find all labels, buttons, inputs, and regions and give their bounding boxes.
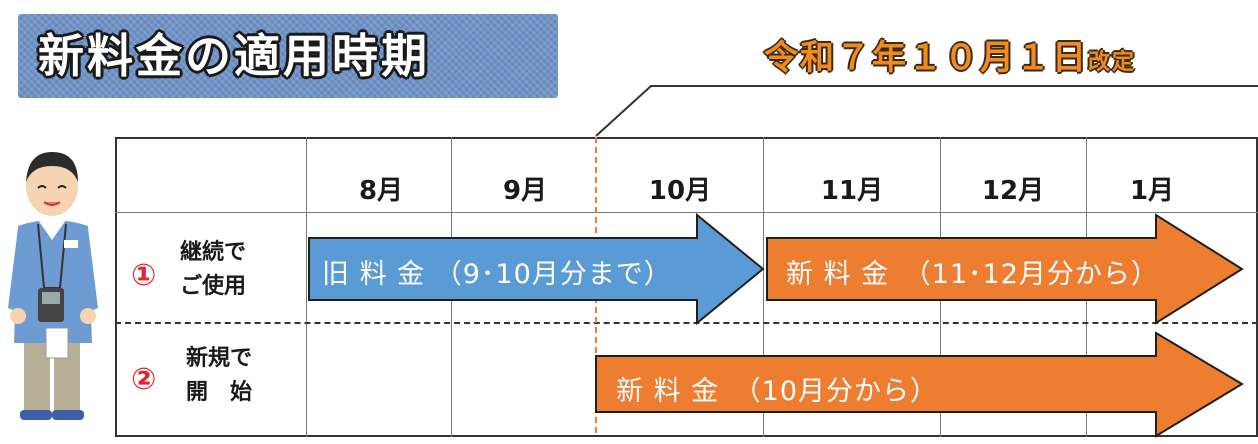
grid-line xyxy=(306,137,307,437)
staff-illustration xyxy=(8,152,98,420)
revision-date: 令和７年１０月１日改定 xyxy=(764,30,1136,79)
revision-leader-line xyxy=(595,85,1258,137)
revision-date-suffix: 改定 xyxy=(1088,50,1137,75)
new-fee-new-arrow xyxy=(595,331,1244,438)
row-label-continuing: 継続で ご使用 xyxy=(180,236,246,304)
new-fee-continuing-label: 新 料 金 （11･12月分から） xyxy=(786,259,1159,290)
row-label-line: 継続で xyxy=(180,240,247,265)
row-divider-dashed xyxy=(115,322,1258,324)
old-fee-label: 旧 料 金 （9･10月分まで） xyxy=(322,259,672,290)
page-title: 新料金の適用時期 xyxy=(38,29,430,83)
month-october: 10月 xyxy=(648,176,712,206)
old-fee-arrow xyxy=(308,212,765,326)
row-number-continuing: ① xyxy=(131,258,157,293)
month-january: 1月 xyxy=(1129,176,1175,206)
title-banner xyxy=(18,14,558,98)
month-september: 9月 xyxy=(502,176,548,206)
new-fee-new-label: 新 料 金 （10月分から） xyxy=(616,376,939,407)
header-divider xyxy=(115,212,1258,213)
row-label-new: 新規で 開 始 xyxy=(186,342,252,410)
row-label-line: 開 始 xyxy=(186,380,253,405)
month-december: 12月 xyxy=(981,176,1045,206)
row-number-new: ② xyxy=(131,362,157,397)
revision-date-main: 令和７年１０月１日 xyxy=(764,38,1088,78)
month-november: 11月 xyxy=(820,176,884,206)
schedule-table xyxy=(115,137,1258,437)
month-august: 8月 xyxy=(358,176,404,206)
row-label-line: 新規で xyxy=(186,346,253,371)
row-label-line: ご使用 xyxy=(180,274,247,299)
grid-line xyxy=(763,137,764,437)
new-fee-continuing-arrow xyxy=(766,213,1244,325)
